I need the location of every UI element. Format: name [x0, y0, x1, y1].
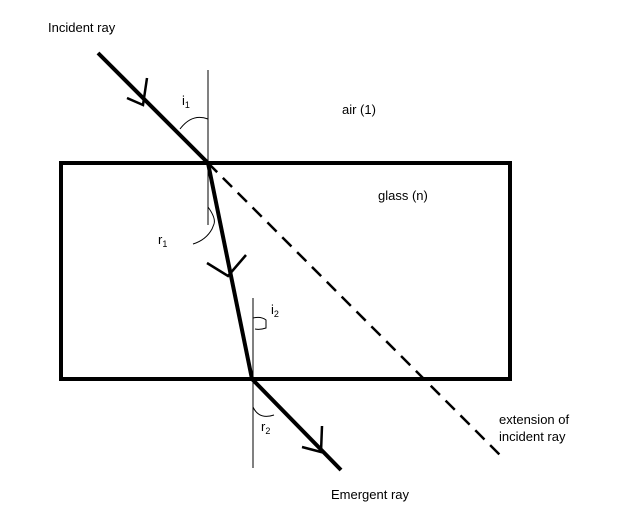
angle-label-i1: i1: [182, 93, 190, 110]
glass-label: glass (n): [378, 188, 428, 203]
angle-arc-i1: [179, 116, 209, 130]
angle-arc-i2: [252, 316, 267, 330]
emergent-arrow-icon: [301, 425, 324, 454]
incident-arrow-icon: [126, 77, 149, 107]
extension-label-line1: extension of: [499, 412, 569, 427]
emergent-ray-label: Emergent ray: [331, 487, 410, 502]
incident-ray-extension: [207, 162, 505, 460]
angle-label-r1: r1: [158, 232, 167, 249]
angle-arc-r2: [252, 406, 275, 417]
glass-block: [59, 161, 512, 381]
refracted-ray: [206, 162, 254, 380]
incident-ray: [96, 51, 210, 165]
extension-label-line2: incident ray: [499, 429, 566, 444]
air-label: air (1): [342, 102, 376, 117]
refracted-arrow-icon: [206, 254, 247, 278]
angle-label-i2: i2: [271, 302, 279, 319]
incident-ray-label: Incident ray: [48, 20, 116, 35]
angle-arc-r1: [192, 206, 215, 245]
emergent-ray: [250, 377, 343, 472]
angle-label-r2: r2: [261, 419, 270, 436]
